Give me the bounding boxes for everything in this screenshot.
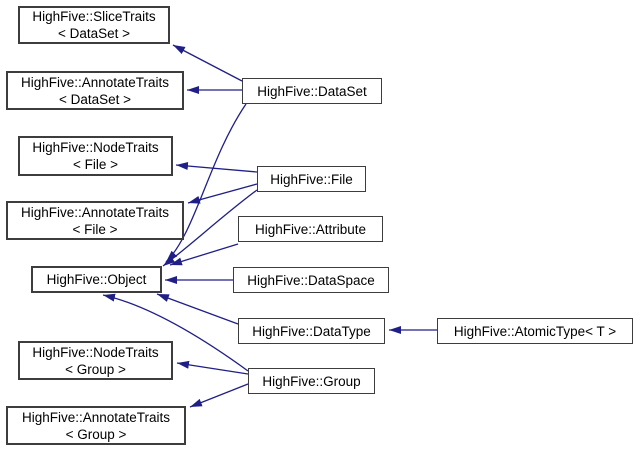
class-node-atomictype-t[interactable]: HighFive::AtomicType< T >: [437, 318, 633, 344]
class-node-label: HighFive::SliceTraits: [32, 9, 156, 24]
class-node-label: < File >: [72, 221, 118, 237]
class-node-label: HighFive::DataSet: [257, 83, 367, 99]
class-node-label: HighFive::NodeTraits: [32, 140, 159, 155]
inheritance-edge-dataset-to-object: [165, 103, 247, 263]
class-node-label: HighFive::Attribute: [254, 221, 367, 237]
inheritance-edge-group-to-nodetraits-group: [176, 360, 249, 375]
inheritance-edge-group-to-object: [102, 293, 249, 372]
class-node-label: HighFive::AnnotateTraits: [20, 204, 170, 220]
class-node-label: HighFive::Object: [46, 272, 147, 287]
class-node-nodetraits-group[interactable]: HighFive::NodeTraits< Group >: [18, 341, 173, 380]
class-node-nodetraits-file[interactable]: HighFive::NodeTraits< File >: [18, 136, 173, 176]
class-node-annotatetraits-file[interactable]: HighFive::AnnotateTraits< File >: [6, 201, 184, 240]
class-node-label: < DataSet >: [58, 91, 132, 107]
class-node-object[interactable]: HighFive::Object: [31, 266, 162, 293]
class-node-label: HighFive::DataSpace: [247, 272, 375, 288]
class-node-annotatetraits-group[interactable]: HighFive::AnnotateTraits< Group >: [6, 406, 186, 445]
class-node-file[interactable]: HighFive::File: [257, 166, 366, 192]
class-node-dataspace[interactable]: HighFive::DataSpace: [233, 267, 389, 293]
class-node-label: HighFive::File: [270, 171, 353, 187]
class-node-label: < File >: [72, 157, 119, 172]
inheritance-edge-file-to-annotatetraits-file: [187, 183, 258, 204]
class-node-label: < Group >: [65, 426, 127, 442]
class-node-label: HighFive::AnnotateTraits: [21, 409, 171, 425]
class-node-slicetraits-dataset[interactable]: HighFive::SliceTraits< DataSet >: [18, 6, 170, 44]
class-node-label: < Group >: [65, 361, 126, 377]
inheritance-edge-file-to-nodetraits-file: [175, 162, 258, 173]
class-node-label: HighFive::DataType: [252, 323, 371, 339]
inheritance-edge-datatype-to-object: [156, 293, 239, 325]
class-node-label: HighFive::AtomicType< T >: [453, 323, 617, 339]
inheritance-edge-dataset-to-slicetraits-dataset: [172, 44, 243, 82]
class-node-label: HighFive::NodeTraits: [32, 344, 159, 360]
inheritance-edge-group-to-annotatetraits-group: [189, 383, 249, 408]
class-node-annotatetraits-dataset[interactable]: HighFive::AnnotateTraits< DataSet >: [6, 71, 184, 110]
class-node-dataset[interactable]: HighFive::DataSet: [242, 78, 382, 104]
class-node-label: HighFive::Group: [262, 373, 361, 389]
class-node-label: < DataSet >: [57, 26, 131, 41]
inheritance-edge-attribute-to-object: [169, 243, 239, 266]
class-node-label: HighFive::AnnotateTraits: [20, 74, 170, 90]
class-node-group[interactable]: HighFive::Group: [248, 368, 375, 394]
class-node-attribute[interactable]: HighFive::Attribute: [238, 216, 383, 242]
class-node-datatype[interactable]: HighFive::DataType: [238, 318, 385, 344]
